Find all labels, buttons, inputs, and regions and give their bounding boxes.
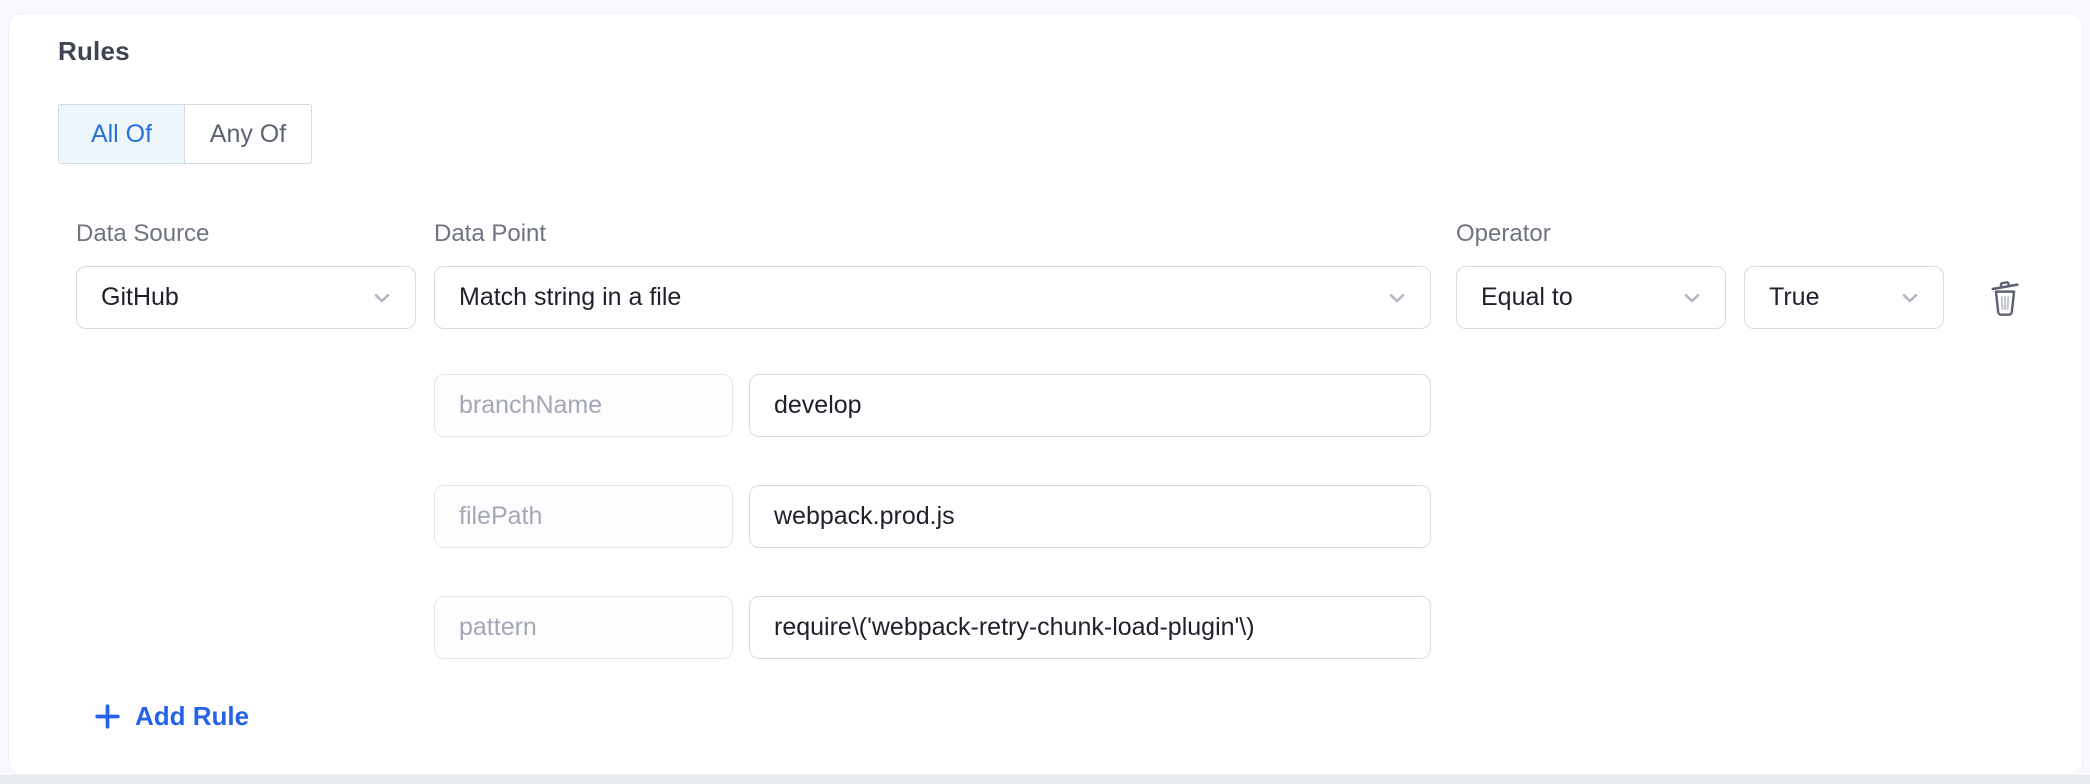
operator-label: Operator (1456, 220, 1551, 247)
chevron-down-icon (1897, 285, 1923, 311)
add-rule-label: Add Rule (135, 700, 250, 731)
chevron-down-icon (1679, 285, 1705, 311)
chevron-down-icon (369, 285, 395, 311)
plus-icon (93, 702, 122, 731)
page-background-strip (0, 775, 2090, 784)
comparison-value-select[interactable]: True (1744, 266, 1944, 329)
any-of-button[interactable]: Any Of (185, 105, 311, 163)
data-source-select[interactable]: GitHub (76, 266, 416, 329)
data-point-select[interactable]: Match string in a file (434, 266, 1431, 329)
data-source-label: Data Source (76, 220, 210, 247)
data-point-label: Data Point (434, 220, 547, 247)
param-key-input (434, 374, 733, 437)
match-type-toggle: All Of Any Of (58, 104, 312, 164)
param-value-input[interactable] (749, 596, 1431, 659)
operator-select[interactable]: Equal to (1456, 266, 1726, 329)
all-of-button[interactable]: All Of (59, 105, 185, 163)
trash-icon (1988, 277, 2022, 320)
add-rule-button[interactable]: Add Rule (93, 700, 249, 732)
data-point-value: Match string in a file (459, 283, 682, 311)
comparison-value: True (1769, 283, 1820, 311)
param-key-input (434, 485, 733, 548)
param-key-input (434, 596, 733, 659)
delete-rule-button[interactable] (1983, 276, 2027, 320)
param-value-input[interactable] (749, 485, 1431, 548)
operator-value: Equal to (1481, 283, 1573, 311)
chevron-down-icon (1384, 285, 1410, 311)
rules-heading: Rules (58, 36, 130, 66)
param-value-input[interactable] (749, 374, 1431, 437)
rules-panel: Rules All Of Any Of Data Source Data Poi… (8, 13, 2083, 775)
data-source-value: GitHub (101, 283, 179, 311)
